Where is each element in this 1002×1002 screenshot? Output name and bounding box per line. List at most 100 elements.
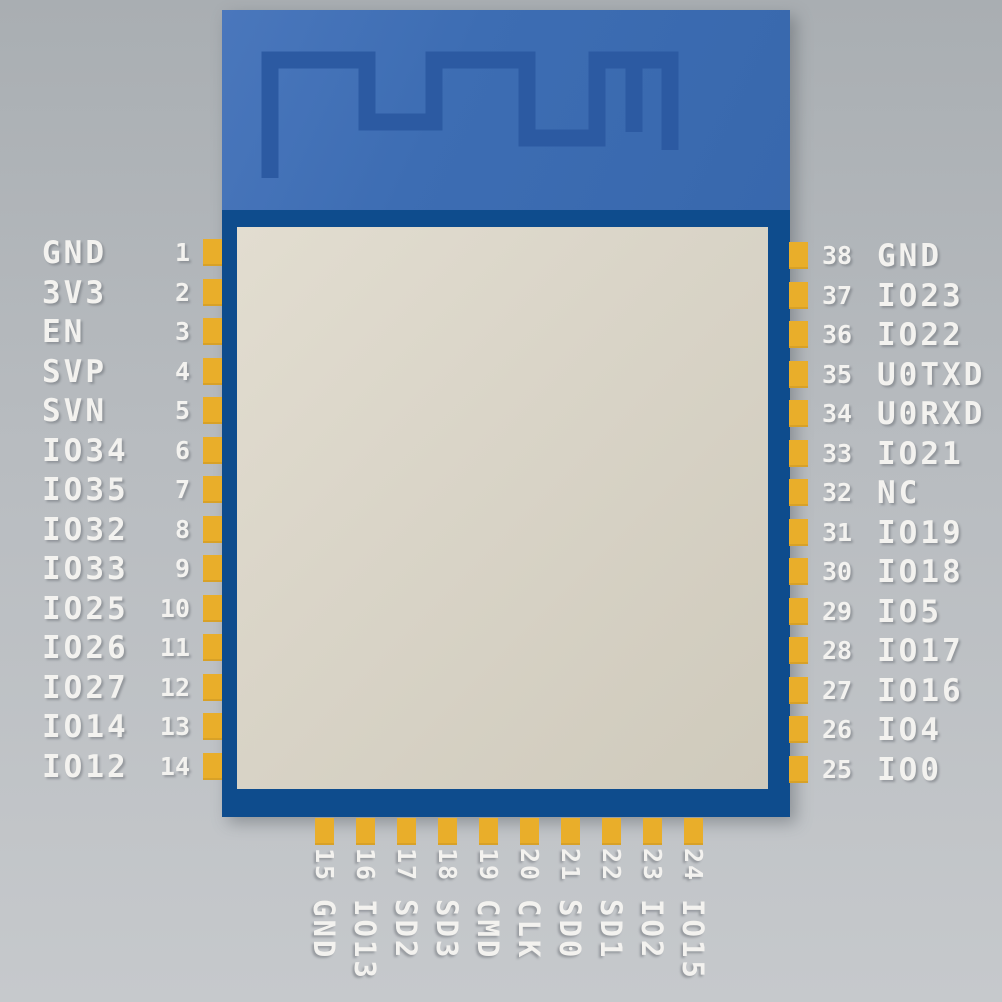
module-antenna [222, 10, 790, 210]
pin-label: SD3 [430, 899, 464, 961]
pin-pad [203, 239, 222, 266]
pin-label: IO13 [348, 899, 382, 981]
pin-label: SVN [42, 393, 107, 429]
pin-pad [396, 818, 416, 845]
pin-number: 18 [433, 848, 462, 883]
pin-number: 7 [174, 475, 190, 504]
pin-row: IO25 10 [0, 593, 223, 625]
pin-label: IO33 [42, 551, 129, 587]
pin-number: 28 [822, 636, 853, 665]
pin-number: 17 [392, 848, 421, 883]
pin-number: 2 [174, 278, 190, 307]
pin-pad [203, 753, 222, 780]
pin-label: GND [307, 899, 341, 961]
pin-row: 33 IO21 [789, 438, 1002, 470]
pin-column: 15 GND [307, 818, 341, 960]
pin-row: IO34 6 [0, 435, 223, 467]
pin-row: 26 IO4 [789, 714, 1002, 746]
pin-pad [789, 321, 808, 348]
pin-pad [789, 519, 808, 546]
pin-pad [203, 397, 222, 424]
pin-number: 16 [351, 848, 380, 883]
pin-column: 18 SD3 [430, 818, 464, 960]
pin-number: 38 [822, 241, 853, 270]
pin-row: IO35 7 [0, 474, 223, 506]
pin-number: 27 [822, 676, 853, 705]
pin-label: NC [877, 475, 921, 511]
pin-label: IO2 [635, 899, 669, 961]
pin-label: IO27 [42, 670, 129, 706]
pin-pad [642, 818, 662, 845]
pin-column: 22 SD1 [594, 818, 628, 960]
pin-row: IO12 14 [0, 751, 223, 783]
module-body [222, 210, 790, 817]
pin-pad [789, 677, 808, 704]
pin-column: 20 CLK [512, 818, 546, 960]
pin-number: 5 [174, 396, 190, 425]
pin-label: IO32 [42, 512, 129, 548]
pin-pad [789, 361, 808, 388]
pin-number: 23 [638, 848, 667, 883]
pin-pad [789, 479, 808, 506]
pin-row: IO14 13 [0, 711, 223, 743]
pin-number: 21 [556, 848, 585, 883]
pin-row: 36 IO22 [789, 319, 1002, 351]
pin-pad [203, 713, 222, 740]
pin-pad [683, 818, 703, 845]
module-shield [237, 227, 768, 789]
pin-number: 20 [515, 848, 544, 883]
pin-label: IO21 [877, 436, 964, 472]
pin-label: SD0 [553, 899, 587, 961]
pin-row: 25 IO0 [789, 754, 1002, 786]
pin-pad [203, 595, 222, 622]
pin-pad [478, 818, 498, 845]
pin-number: 31 [822, 518, 853, 547]
pin-number: 14 [159, 752, 190, 781]
pin-label: U0RXD [877, 396, 986, 432]
pin-label: IO0 [877, 752, 942, 788]
pin-label: GND [42, 235, 107, 271]
pin-label: IO16 [877, 673, 964, 709]
pin-pad [789, 400, 808, 427]
pin-label: GND [877, 238, 942, 274]
pin-pad [203, 358, 222, 385]
pin-row: 32 NC [789, 477, 1002, 509]
pin-label: IO25 [42, 591, 129, 627]
pin-row: 38 GND [789, 240, 1002, 272]
pin-number: 22 [597, 848, 626, 883]
pin-column: 16 IO13 [348, 818, 382, 981]
pin-label: IO22 [877, 317, 964, 353]
pin-label: U0TXD [877, 357, 986, 393]
pin-number: 10 [159, 594, 190, 623]
pin-label: CMD [471, 899, 505, 961]
pin-number: 1 [174, 238, 190, 267]
pin-pad [789, 282, 808, 309]
pin-number: 29 [822, 597, 853, 626]
pin-pad [789, 242, 808, 269]
pin-number: 36 [822, 320, 853, 349]
pin-pad [203, 634, 222, 661]
pin-pad [203, 279, 222, 306]
pin-column: 23 IO2 [635, 818, 669, 960]
pin-row: 37 IO23 [789, 280, 1002, 312]
pin-number: 37 [822, 281, 853, 310]
pin-pad [560, 818, 580, 845]
pin-row: GND 1 [0, 237, 223, 269]
pin-label: EN [42, 314, 86, 350]
pin-pad [789, 756, 808, 783]
pin-number: 8 [174, 515, 190, 544]
pin-pad [789, 598, 808, 625]
pin-row: IO33 9 [0, 553, 223, 585]
pin-pad [314, 818, 334, 845]
pin-label: IO15 [676, 899, 710, 981]
pin-pad [203, 476, 222, 503]
pin-pad [355, 818, 375, 845]
pin-pad [519, 818, 539, 845]
pin-pad [203, 674, 222, 701]
pin-row: 3V3 2 [0, 277, 223, 309]
pin-row: SVP 4 [0, 356, 223, 388]
pin-pad [789, 716, 808, 743]
pin-label: SD2 [389, 899, 423, 961]
pin-number: 35 [822, 360, 853, 389]
